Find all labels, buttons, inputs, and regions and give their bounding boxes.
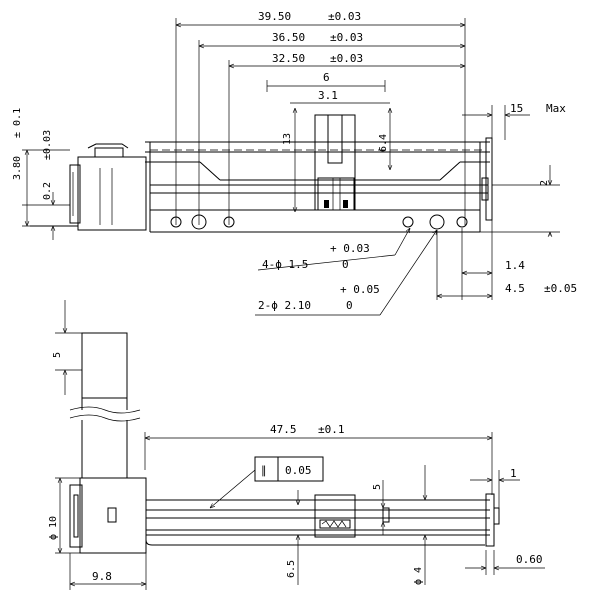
tol-47-5: ±0.1 <box>318 423 345 436</box>
max-label: Max <box>546 102 566 115</box>
dim-47-5: 47.5 <box>270 423 297 436</box>
end-bearing <box>481 177 489 201</box>
slider-thread <box>319 519 351 529</box>
hole2-label: 2-ϕ 2.10 <box>258 299 311 312</box>
dim-5-top: 5 <box>52 352 63 358</box>
mounting-hole-large <box>429 214 445 230</box>
motor-connector-top <box>87 143 129 149</box>
mounting-hole-small <box>170 216 182 228</box>
tol-39-50: ±0.03 <box>328 10 361 23</box>
motor-cap <box>69 164 81 224</box>
mounting-hole-large <box>191 214 207 230</box>
end-shaft <box>493 507 500 525</box>
hole2-tol-lower: 0 <box>346 299 353 312</box>
thread-pattern <box>321 520 347 528</box>
leader-line <box>210 469 256 508</box>
dim-2: 2 <box>539 180 550 186</box>
parallel-value: 0.05 <box>285 464 312 477</box>
dim-15: 15 <box>510 102 523 115</box>
hole1-tol-upper: + 0.03 <box>330 242 370 255</box>
hole1-label: 4-ϕ 1.5 <box>262 258 308 271</box>
dim-3-1: 3.1 <box>318 89 338 102</box>
tol-32-50: ±0.03 <box>330 52 363 65</box>
break-line <box>69 414 141 422</box>
mounting-hole-small <box>456 216 468 228</box>
dim-6-4: 6.4 <box>378 134 389 152</box>
dim-32-50: 32.50 <box>272 52 305 65</box>
mounting-hole-small <box>223 216 235 228</box>
tol-36-50: ±0.03 <box>330 31 363 44</box>
side-view: 5 47.5 ±0.1 ∥ 0.05 <box>48 300 545 590</box>
tol-3-80: ± 0.1 <box>12 108 23 138</box>
motor-window <box>107 507 117 523</box>
break-line <box>69 406 141 414</box>
parallel-symbol: ∥ <box>261 464 267 477</box>
motor-connector <box>94 147 124 158</box>
motor-cap-detail <box>73 494 79 538</box>
dim-6-5: 6.5 <box>286 560 297 578</box>
slider-pin <box>382 507 390 523</box>
frame-chamfer <box>439 161 461 181</box>
dim-1: 1 <box>510 467 517 480</box>
dim-9-8: 9.8 <box>92 570 112 583</box>
motor-cap-side <box>69 484 83 548</box>
slider-slot <box>327 114 343 164</box>
dim-phi-10: ϕ 10 <box>48 516 59 540</box>
slider-side <box>314 494 356 538</box>
nut-mark <box>343 200 348 208</box>
dim-36-50: 36.50 <box>272 31 305 44</box>
dim-39-50: 39.50 <box>258 10 291 23</box>
dim-1-4: 1.4 <box>505 259 525 272</box>
slider-nut <box>317 177 355 211</box>
dim-0-2: 0.2 <box>42 182 53 200</box>
nut-mark <box>324 200 329 208</box>
end-plate-side <box>485 493 495 547</box>
leader-line <box>257 254 396 271</box>
tol-0-2: ±0.03 <box>42 130 53 160</box>
dim-4-5: 4.5 <box>505 282 525 295</box>
dim-phi-4: ϕ 4 <box>413 567 424 585</box>
hole2-tol-upper: + 0.05 <box>340 283 380 296</box>
dim-13: 13 <box>282 133 293 145</box>
dim-0-60: 0.60 <box>516 553 543 566</box>
hole1-tol-lower: 0 <box>342 258 349 271</box>
end-plate <box>485 137 493 221</box>
dim-6: 6 <box>323 71 330 84</box>
mounting-hole-small <box>402 216 414 228</box>
frame-bottom <box>145 535 485 546</box>
frame-chamfer <box>199 161 221 181</box>
parallelism-frame <box>254 456 324 482</box>
motor-body-side <box>79 477 147 554</box>
leader-line <box>379 230 437 316</box>
tol-4-5: ±0.05 <box>544 282 577 295</box>
top-view: 39.50 ±0.03 36.50 ±0.03 32.50 ±0.03 6 3.… <box>12 10 577 316</box>
dim-5-mid: 5 <box>372 484 383 490</box>
cable-connector <box>81 332 128 399</box>
dim-3-80: 3.80 <box>12 156 23 180</box>
leader-line <box>394 228 410 256</box>
